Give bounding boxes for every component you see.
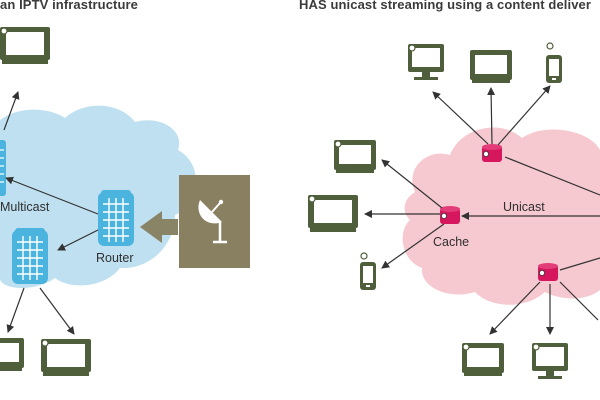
tv-icon <box>0 27 50 64</box>
arrow <box>3 91 20 131</box>
unicast-label: Unicast <box>503 200 545 214</box>
cache-server-icon <box>537 262 559 282</box>
mobile-phone-icon <box>360 262 376 290</box>
arrow <box>57 229 99 251</box>
arrow <box>559 281 599 321</box>
server-icon <box>0 140 6 196</box>
arrow <box>504 156 600 196</box>
source-arrow <box>140 211 178 243</box>
arrow <box>432 91 489 145</box>
device-indicator <box>360 252 368 260</box>
right-network: Unicast Cache <box>308 42 600 379</box>
device-indicator <box>0 27 8 35</box>
device-indicator <box>41 339 49 347</box>
device-indicator <box>308 195 316 203</box>
device-indicator <box>462 343 470 351</box>
device-indicator <box>546 42 554 50</box>
arrow <box>489 281 541 335</box>
arrow <box>381 223 445 269</box>
device-indicator <box>334 140 342 148</box>
device-indicator <box>532 343 540 351</box>
left-network: Multicast Router <box>0 27 250 376</box>
router-icon <box>11 227 49 285</box>
right-panel-title: HAS unicast streaming using a content de… <box>299 0 592 12</box>
left-panel-title: an IPTV infrastructure <box>0 0 139 12</box>
cache-label: Cache <box>433 235 469 249</box>
tv-icon <box>470 50 512 83</box>
arrow <box>559 257 600 271</box>
arrow <box>6 287 25 333</box>
multicast-cloud <box>0 105 197 288</box>
tv-icon <box>41 339 91 376</box>
multicast-label: Multicast <box>0 200 50 214</box>
arrow <box>497 85 551 146</box>
arrow <box>5 176 99 215</box>
satellite-dish-icon <box>198 199 227 244</box>
router-label: Router <box>96 251 134 265</box>
tv-icon <box>0 338 24 371</box>
tv-icon <box>308 195 358 232</box>
device-indicator <box>408 44 416 52</box>
router-icon <box>97 189 135 247</box>
arrow <box>39 287 75 335</box>
arrow <box>381 159 443 209</box>
cache-server-icon <box>481 143 503 163</box>
cache-server-icon <box>439 205 461 225</box>
mobile-phone-icon <box>546 55 562 83</box>
arrow <box>487 87 496 145</box>
